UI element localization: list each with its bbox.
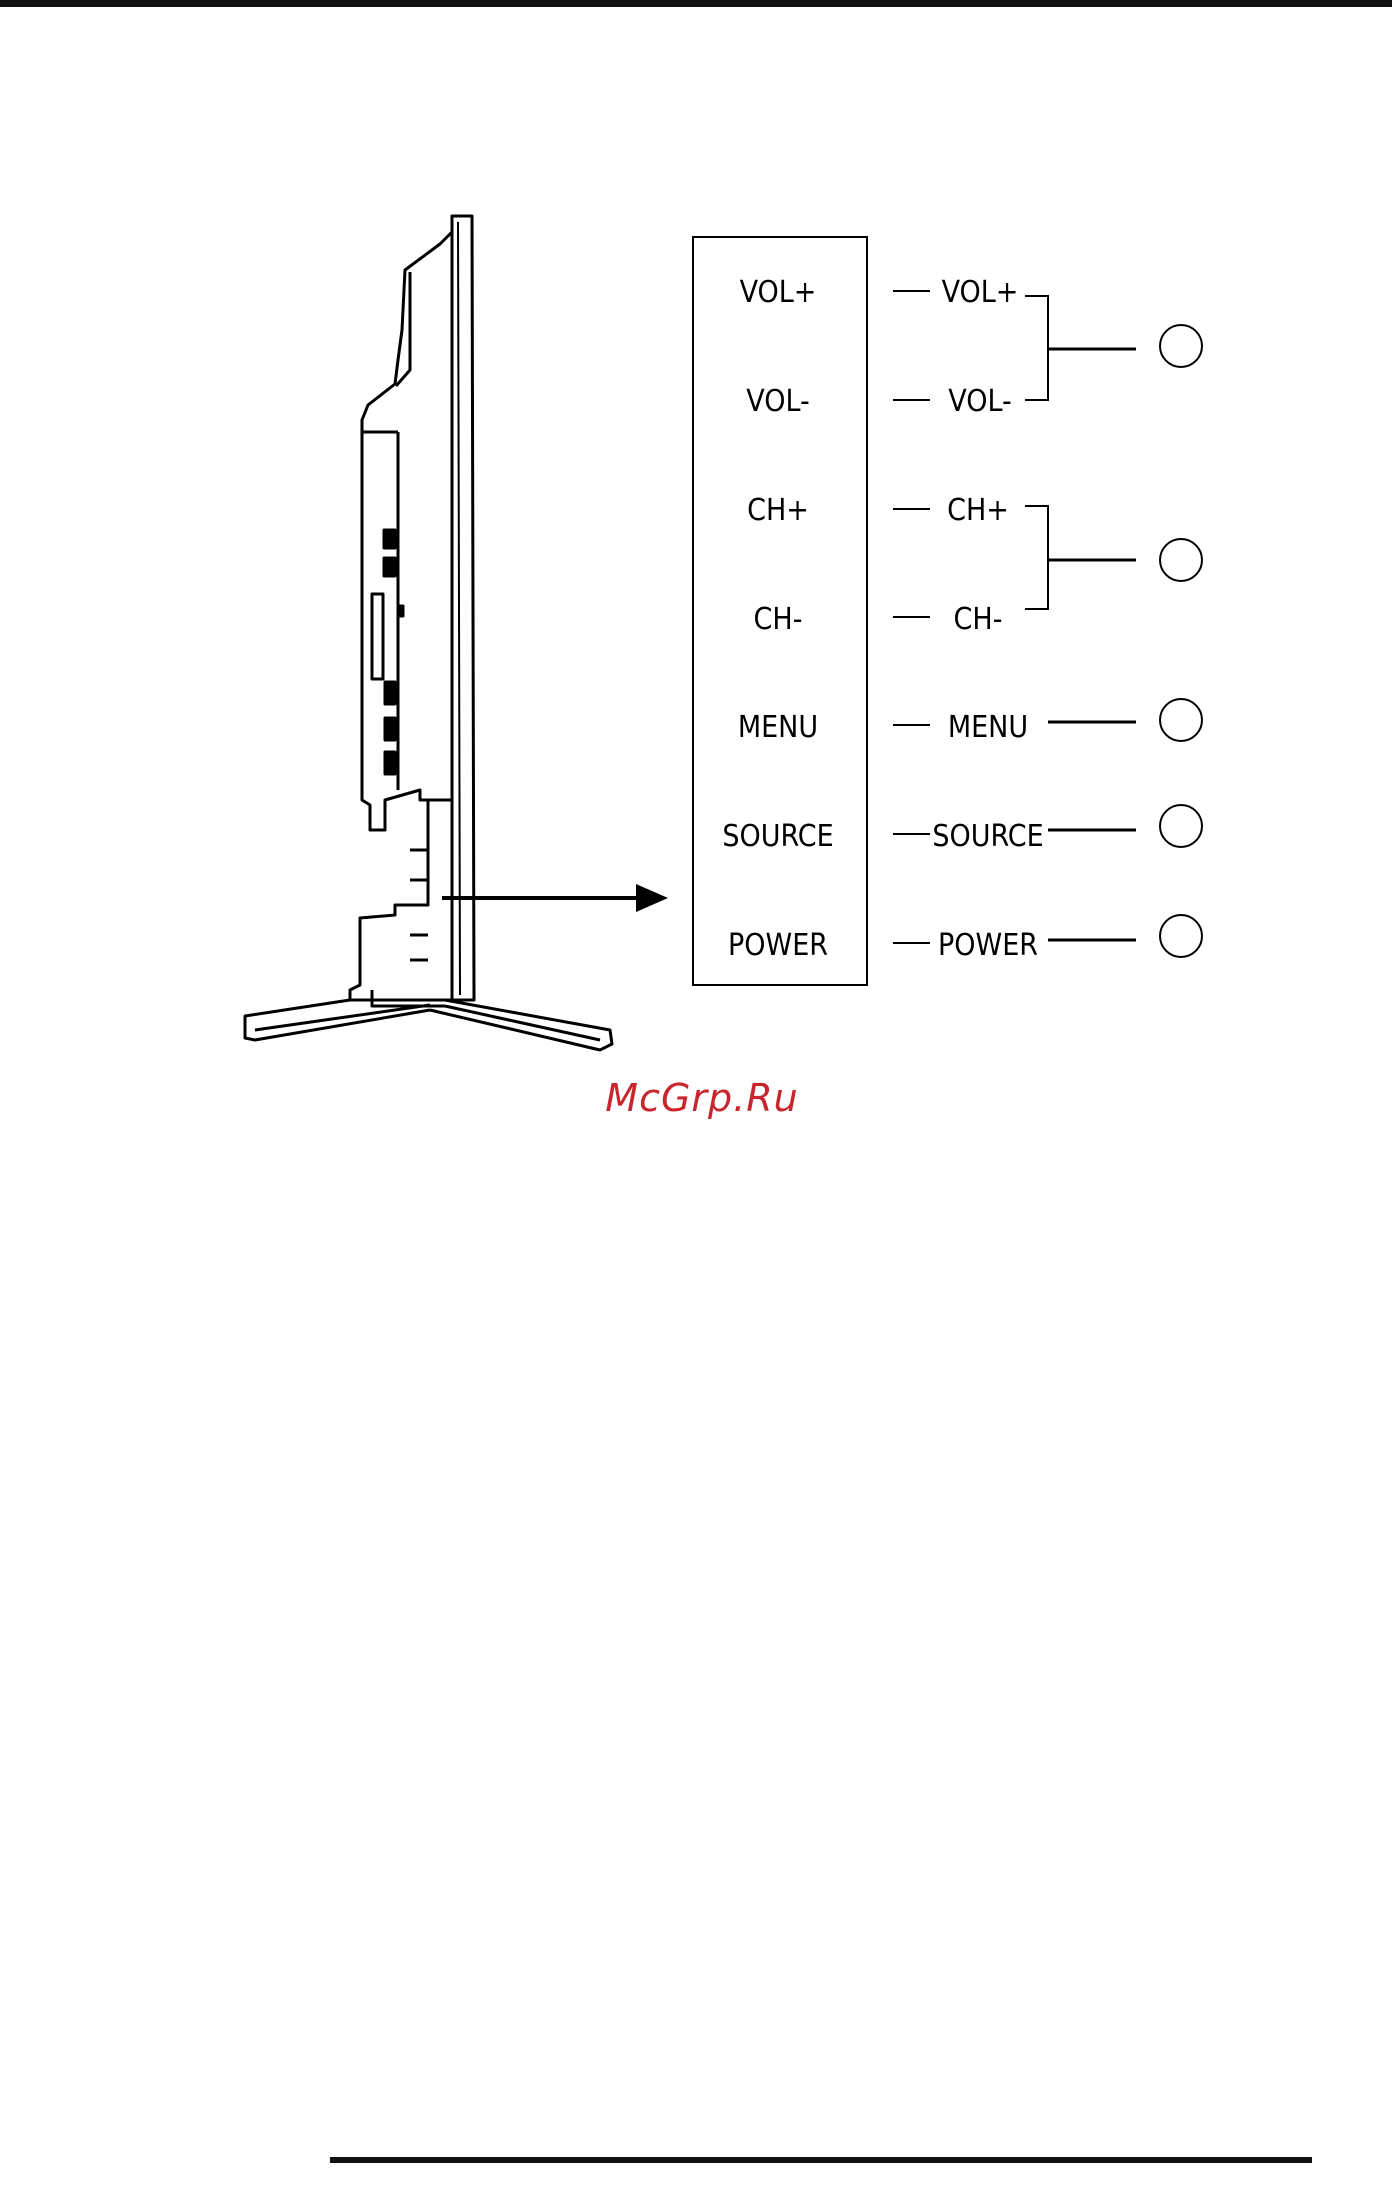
top-rule	[0, 0, 1392, 7]
panel-label-ch-plus: CH+	[747, 493, 809, 528]
callout-label-source: SOURCE	[932, 819, 1043, 854]
watermark-text: McGrp.Ru	[605, 1076, 798, 1120]
tv-side-view	[245, 216, 612, 1050]
callout-circle-power	[1160, 915, 1202, 957]
callout-label-vol-minus: VOL-	[948, 384, 1011, 419]
callout-circle-menu	[1160, 699, 1202, 741]
panel-label-vol-plus: VOL+	[740, 275, 817, 310]
callout-circle-ch	[1160, 539, 1202, 581]
callout-circle-vol	[1160, 325, 1202, 367]
leader-dashes	[893, 291, 930, 943]
pointer-arrow-head	[636, 884, 668, 912]
callout-label-ch-minus: CH-	[954, 602, 1003, 637]
panel-label-ch-minus: CH-	[754, 602, 803, 637]
panel-label-source: SOURCE	[722, 819, 833, 854]
callout-label-power: POWER	[938, 928, 1038, 963]
panel-label-power: POWER	[728, 928, 828, 963]
callout-label-menu: MENU	[948, 710, 1028, 745]
panel-label-vol-minus: VOL-	[746, 384, 809, 419]
callout-label-ch-plus: CH+	[947, 493, 1009, 528]
panel-label-menu: MENU	[738, 710, 818, 745]
bottom-rule	[330, 2157, 1312, 2163]
callout-label-vol-plus: VOL+	[942, 275, 1019, 310]
callout-circle-source	[1160, 805, 1202, 847]
